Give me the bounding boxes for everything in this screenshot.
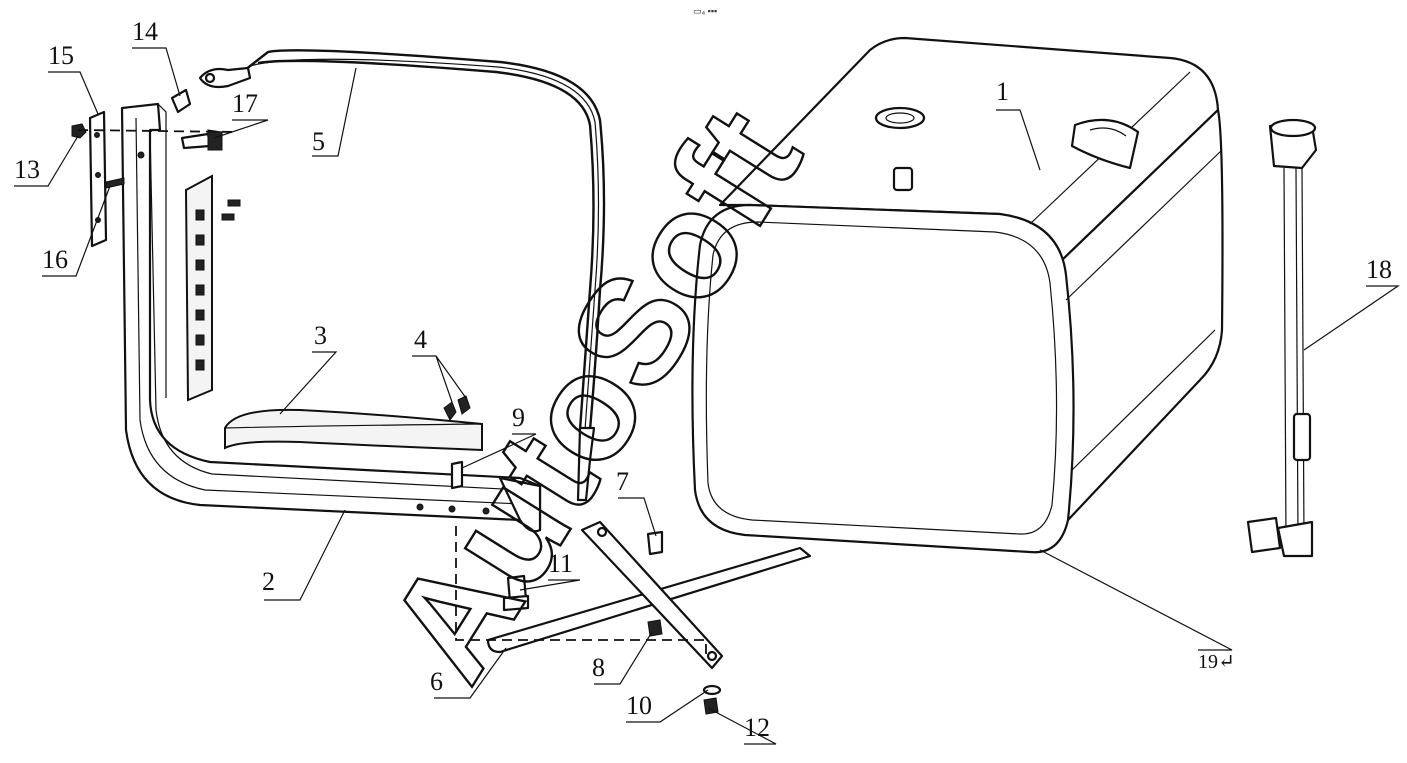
rubber-strip xyxy=(184,174,213,402)
callout-9: 9 xyxy=(512,403,525,432)
fuel-tank xyxy=(486,36,1224,654)
callout-15: 15 xyxy=(48,41,74,70)
callout-labels: 1 2 3 4 5 6 7 8 9 10 11 12 13 14 15 16 1… xyxy=(14,17,1392,742)
callout-19: 19↵ xyxy=(1198,651,1235,673)
header-mark: ▭₄ ▪▪▪ xyxy=(693,6,717,16)
callout-7: 7 xyxy=(616,467,629,496)
mounting-bracket xyxy=(120,102,542,533)
callout-12: 12 xyxy=(744,713,770,742)
assembly-lines xyxy=(77,129,707,656)
callout-16: 16 xyxy=(42,245,68,274)
callout-4: 4 xyxy=(414,325,427,354)
callout-11: 11 xyxy=(548,549,573,578)
callout-13: 13 xyxy=(14,155,40,184)
callout-8: 8 xyxy=(592,653,605,682)
callout-3: 3 xyxy=(314,321,327,350)
rubber-pad xyxy=(224,408,483,452)
callout-5: 5 xyxy=(312,127,325,156)
leader-lines xyxy=(14,47,1400,745)
callout-10: 10 xyxy=(626,691,652,720)
callout-2: 2 xyxy=(262,567,275,596)
callout-17: 17 xyxy=(232,89,258,118)
tank-strap xyxy=(198,49,606,502)
callout-18: 18 xyxy=(1366,255,1392,284)
callout-1: 1 xyxy=(996,77,1009,106)
callout-14: 14 xyxy=(132,17,158,46)
small-plate xyxy=(88,110,108,248)
callout-6: 6 xyxy=(430,667,443,696)
fuel-level-sender xyxy=(1246,118,1318,558)
cross-straps xyxy=(580,520,724,670)
